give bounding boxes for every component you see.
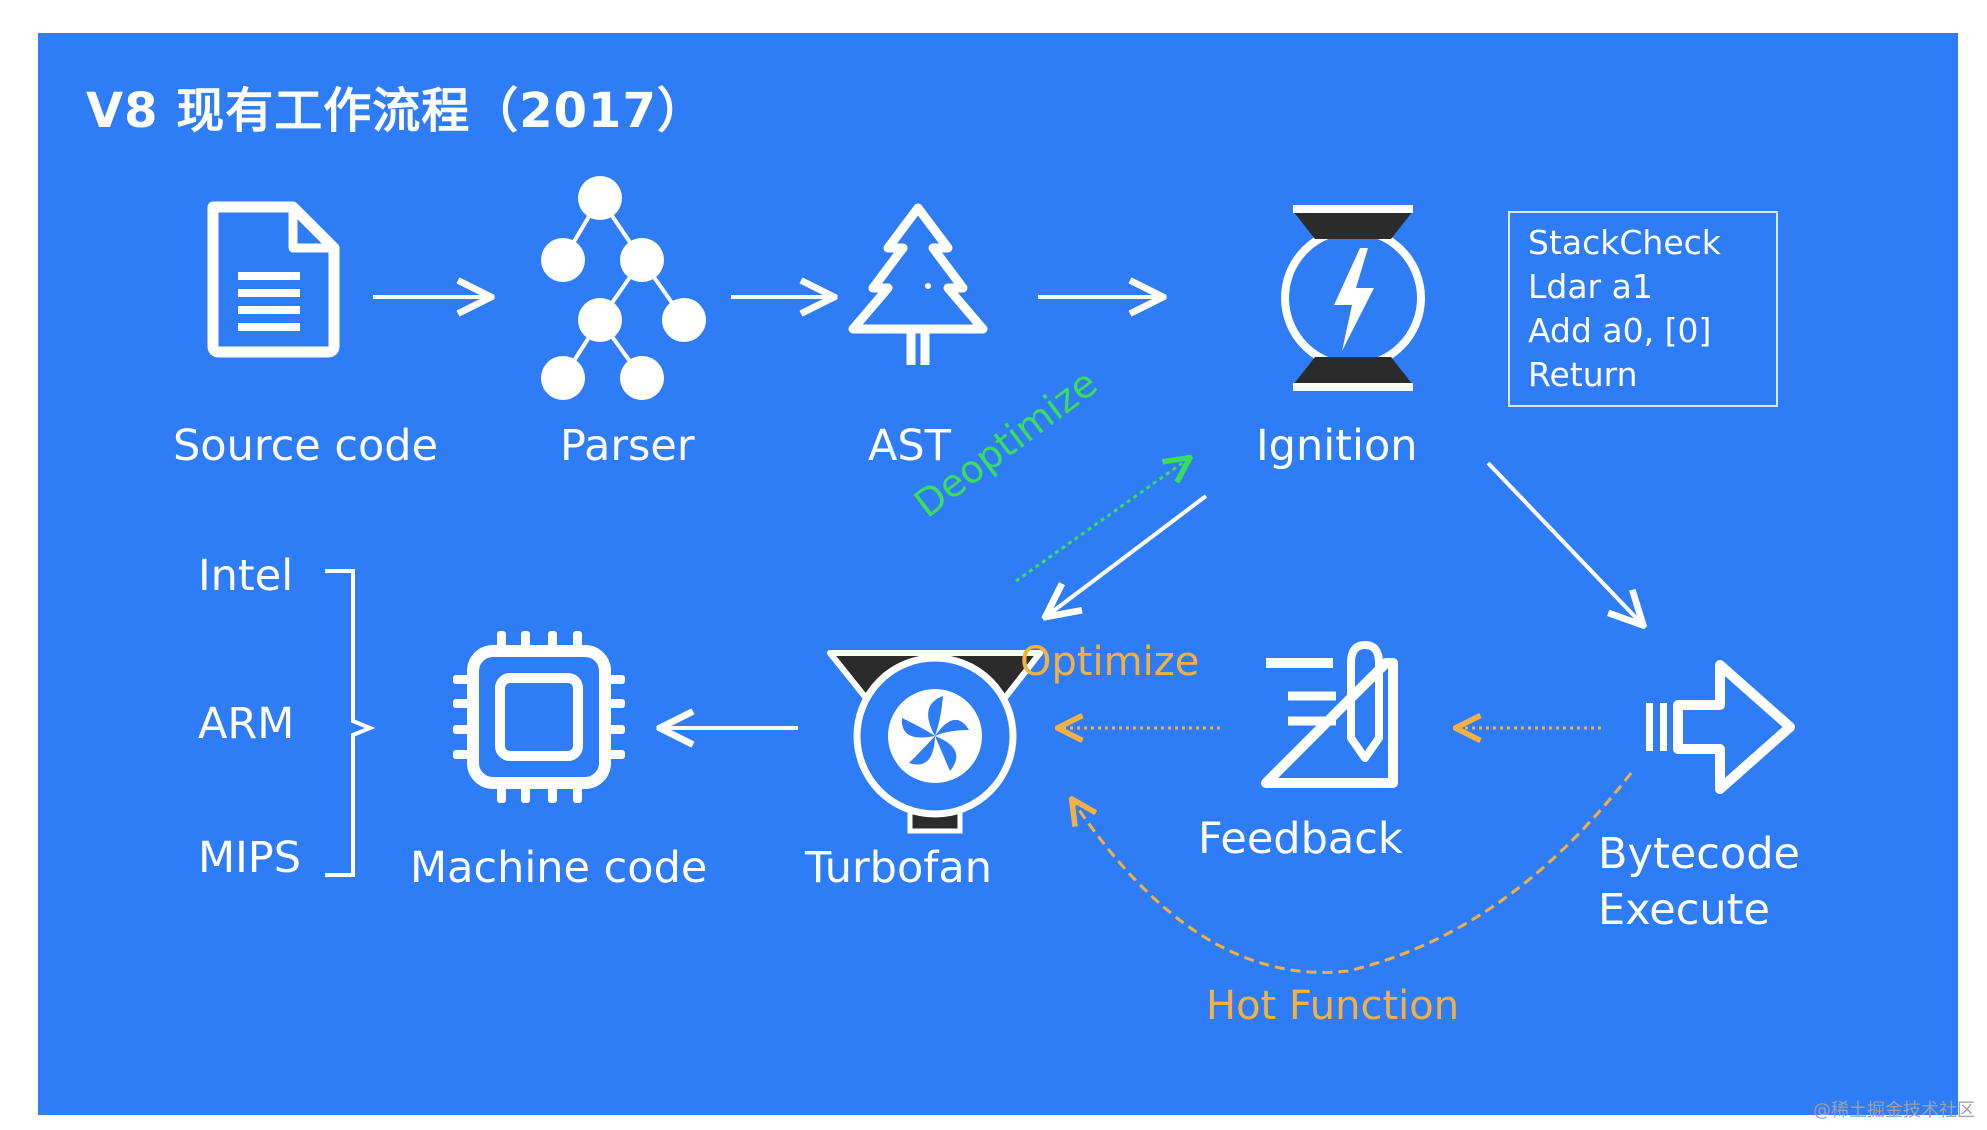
arrow-ignition-to-turbofan (1048, 494, 1208, 615)
arrow-deoptimize (1015, 459, 1188, 583)
arrow-execute-icon (1646, 660, 1795, 794)
label-source-code: Source code (173, 421, 439, 471)
bytecode-line: Return (1528, 355, 1638, 394)
diagram-slide: V8 现有工作流程（2017） Source code Parser AST I… (38, 33, 1958, 1115)
arch-mips: MIPS (198, 833, 302, 883)
label-parser: Parser (560, 421, 695, 471)
arch-intel: Intel (198, 551, 294, 601)
bytecode-line: StackCheck (1528, 223, 1721, 262)
bytecode-line: Ldar a1 (1528, 267, 1653, 306)
pine-tree-icon (848, 203, 988, 365)
hourglass-lightning-icon (1281, 205, 1425, 391)
notepad-pen-icon (1261, 641, 1398, 788)
turbofan-icon (827, 650, 1043, 834)
label-optimize: Optimize (1020, 639, 1200, 685)
label-feedback: Feedback (1198, 814, 1403, 864)
cpu-chip-icon (453, 631, 625, 803)
label-turbofan: Turbofan (805, 843, 993, 893)
document-icon (207, 201, 340, 358)
diagram-artwork (207, 176, 1795, 974)
label-bytecode: Bytecode (1598, 829, 1800, 879)
node-tree-icon (541, 176, 706, 400)
bytecode-line: Add a0, [0] (1528, 311, 1712, 350)
architecture-bracket (325, 569, 376, 877)
arrow-hot-function (1073, 772, 1633, 974)
label-ast: AST (868, 421, 951, 471)
label-execute: Execute (1598, 885, 1770, 935)
page-title: V8 现有工作流程（2017） (86, 83, 706, 139)
label-hot-function: Hot Function (1206, 983, 1460, 1029)
label-ignition: Ignition (1256, 421, 1418, 471)
arrow-ignition-to-bytecode (1486, 461, 1641, 623)
label-machine-code: Machine code (410, 843, 708, 893)
arch-arm: ARM (198, 699, 295, 749)
bytecode-listing: StackCheck Ldar a1 Add a0, [0] Return (1508, 211, 1778, 407)
watermark: @稀土掘金技术社区 (1813, 1100, 1975, 1121)
